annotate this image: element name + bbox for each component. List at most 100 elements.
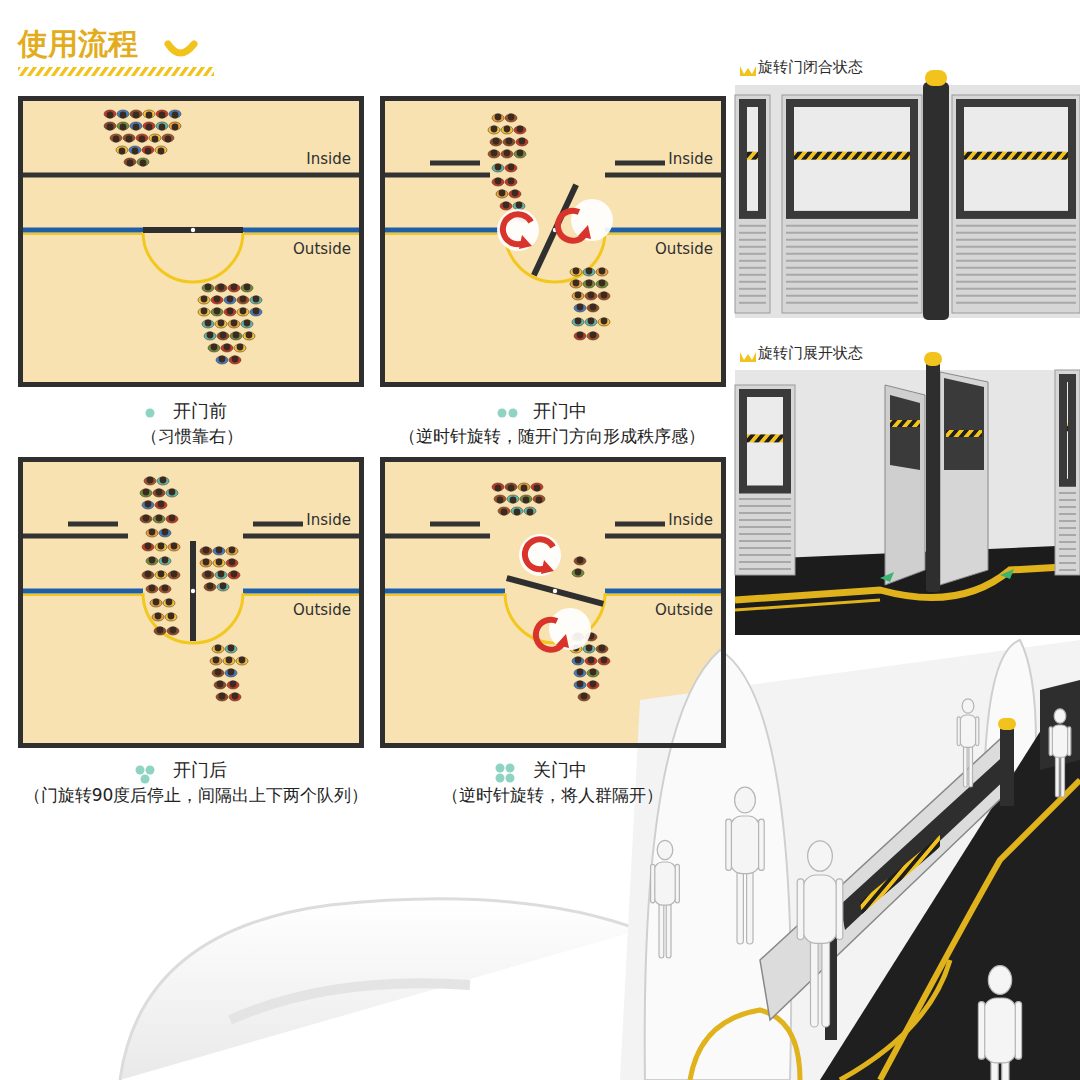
person-body [215, 320, 227, 328]
person-head [491, 150, 498, 157]
step-caption: 开门中 [533, 400, 587, 422]
louver [739, 568, 791, 570]
person-head [147, 477, 154, 484]
person-body [142, 501, 154, 509]
person-body [212, 645, 224, 653]
step-dot [146, 766, 155, 775]
person-head [231, 284, 238, 291]
person-body [211, 308, 223, 316]
louver [739, 505, 791, 507]
louver [1059, 548, 1076, 550]
pole-cap [925, 70, 947, 86]
person-head [510, 497, 517, 504]
louver [956, 302, 1076, 304]
person-head [171, 571, 178, 578]
person-body [490, 138, 502, 146]
person-body [229, 356, 241, 364]
person-head [140, 160, 147, 167]
rotating-door [507, 578, 604, 604]
door-panel [735, 385, 795, 575]
louver [1059, 541, 1076, 543]
person-head [501, 509, 508, 516]
louver [1059, 562, 1076, 564]
louver [739, 239, 766, 241]
inside-wall [18, 534, 128, 539]
inside-wall [430, 161, 480, 166]
person-head [205, 284, 212, 291]
mannequin-arm [1049, 727, 1052, 756]
person-head [120, 124, 127, 131]
person-body [156, 122, 168, 130]
person-head [156, 515, 163, 522]
person-body [501, 126, 513, 134]
platform-edge [605, 228, 726, 233]
person-head [152, 136, 159, 143]
mannequin-body [1052, 725, 1068, 757]
person-head [237, 344, 244, 351]
person-head [232, 693, 239, 700]
render-caption: 旋转门展开状态 [758, 344, 863, 362]
person-body [505, 164, 517, 172]
louver [1059, 569, 1076, 571]
louver [739, 561, 791, 563]
mannequin-arm [675, 864, 679, 902]
door-pivot [191, 589, 195, 593]
person-head [575, 569, 582, 576]
person-body [587, 332, 599, 340]
person-head [126, 136, 133, 143]
person-body [142, 543, 154, 551]
person-body [155, 571, 167, 579]
person-body [229, 693, 241, 701]
louver [1059, 499, 1076, 501]
person-head [512, 190, 519, 197]
person-body [226, 559, 238, 567]
person-body [124, 158, 136, 166]
door-glass [1067, 382, 1068, 479]
person-head [577, 557, 584, 564]
person-head [215, 645, 222, 652]
warning-stripe [747, 152, 758, 160]
person-body [140, 489, 152, 497]
inside-wall [430, 522, 480, 527]
vehicle-window [230, 983, 470, 1020]
person-body [155, 146, 167, 154]
warning-stripe [964, 152, 1068, 160]
person-head [213, 657, 220, 664]
person-body [223, 657, 235, 665]
render-caption: 旋转门闭合状态 [758, 58, 863, 76]
person-body [230, 332, 242, 340]
pole-cap [924, 352, 942, 366]
person-head [159, 124, 166, 131]
person-head [517, 126, 524, 133]
mannequin-body [731, 816, 760, 874]
title-icon [168, 44, 194, 53]
person-head [139, 136, 146, 143]
person-head [240, 308, 247, 315]
person-head [590, 681, 597, 688]
inside-wall [18, 173, 364, 178]
person-head [162, 529, 169, 536]
door-pole [923, 82, 949, 320]
person-head [220, 583, 227, 590]
louver [956, 225, 1076, 227]
person-head [169, 489, 176, 496]
person-head [227, 308, 234, 315]
vehicle-body [120, 899, 640, 1080]
person-head [495, 485, 502, 492]
person-body [130, 122, 142, 130]
person-body [503, 138, 515, 146]
mannequin-head [1054, 709, 1066, 723]
person-head [521, 485, 528, 492]
louver [739, 547, 791, 549]
louver [739, 246, 766, 248]
person-head [588, 657, 595, 664]
person-head [220, 332, 227, 339]
person-body [198, 296, 210, 304]
door-glass [747, 107, 758, 211]
mannequin-head [962, 699, 974, 713]
person-body [507, 495, 519, 503]
person-body [570, 280, 582, 288]
panel-ground [18, 96, 364, 387]
person-body [583, 280, 595, 288]
